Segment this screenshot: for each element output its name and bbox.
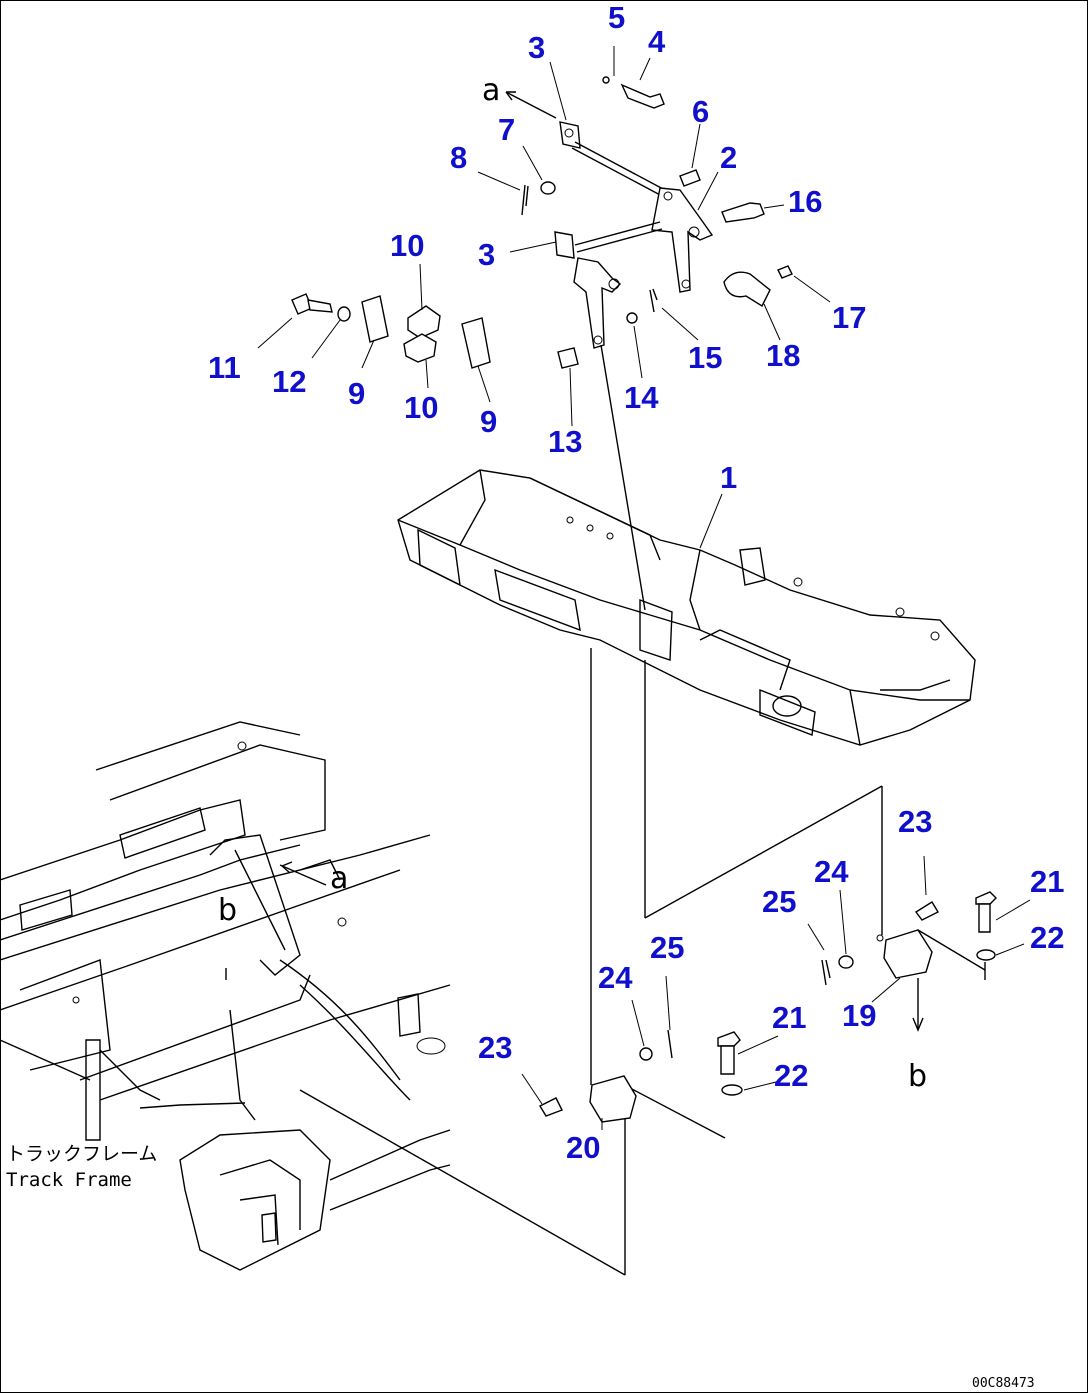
view-b-right: b <box>908 1059 927 1094</box>
callout-8: 8 <box>450 140 467 175</box>
callout-numbers: 5 4 3 7 6 8 2 16 3 10 17 15 18 11 12 9 1… <box>208 0 1064 1165</box>
callout-3: 3 <box>528 30 545 65</box>
callout-25: 25 <box>762 884 796 919</box>
callout-22: 22 <box>1030 920 1064 955</box>
bracket-19 <box>821 891 997 1032</box>
callout-21: 21 <box>1030 864 1064 899</box>
view-a-lower: a <box>330 861 348 896</box>
callout-2: 2 <box>720 140 737 175</box>
callout-5: 5 <box>608 0 625 35</box>
callout-leaders <box>257 46 1031 1130</box>
callout-16: 16 <box>788 184 822 219</box>
callout-23b: 23 <box>478 1030 512 1065</box>
linkage-assembly <box>291 76 793 369</box>
callout-7: 7 <box>498 112 515 147</box>
view-markers: a a b b <box>218 73 927 1094</box>
callout-9b: 9 <box>480 404 497 439</box>
callout-18: 18 <box>766 338 800 373</box>
track-frame-label-jp: トラックフレーム <box>6 1143 157 1165</box>
callout-1: 1 <box>720 460 737 495</box>
track-frame-label-en: Track Frame <box>6 1169 132 1191</box>
view-b-lower: b <box>218 893 237 928</box>
callout-15: 15 <box>688 340 722 375</box>
callout-24b: 24 <box>598 960 633 995</box>
view-a-upper: a <box>482 73 500 108</box>
callout-6: 6 <box>692 94 709 129</box>
callout-12: 12 <box>272 364 306 399</box>
callout-10: 10 <box>390 228 424 263</box>
callout-24: 24 <box>814 854 849 889</box>
chassis-view <box>0 721 451 1271</box>
callout-13: 13 <box>548 424 582 459</box>
callout-22b: 22 <box>774 1058 808 1093</box>
drawing-code: 00C88473 <box>972 1376 1035 1391</box>
callout-14: 14 <box>624 380 659 415</box>
callout-25b: 25 <box>650 930 684 965</box>
callout-11: 11 <box>208 350 241 385</box>
bracket-20 <box>539 1029 743 1123</box>
callout-9: 9 <box>348 376 365 411</box>
callout-19: 19 <box>842 998 876 1033</box>
assembly-lines <box>299 648 883 1276</box>
callout-10b: 10 <box>404 390 438 425</box>
callout-17: 17 <box>832 300 866 335</box>
callout-4: 4 <box>648 24 666 59</box>
callout-3b: 3 <box>478 237 495 272</box>
callout-20: 20 <box>566 1130 600 1165</box>
callout-21b: 21 <box>772 1000 806 1035</box>
track-frame-part-1 <box>397 344 976 746</box>
callout-23: 23 <box>898 804 932 839</box>
